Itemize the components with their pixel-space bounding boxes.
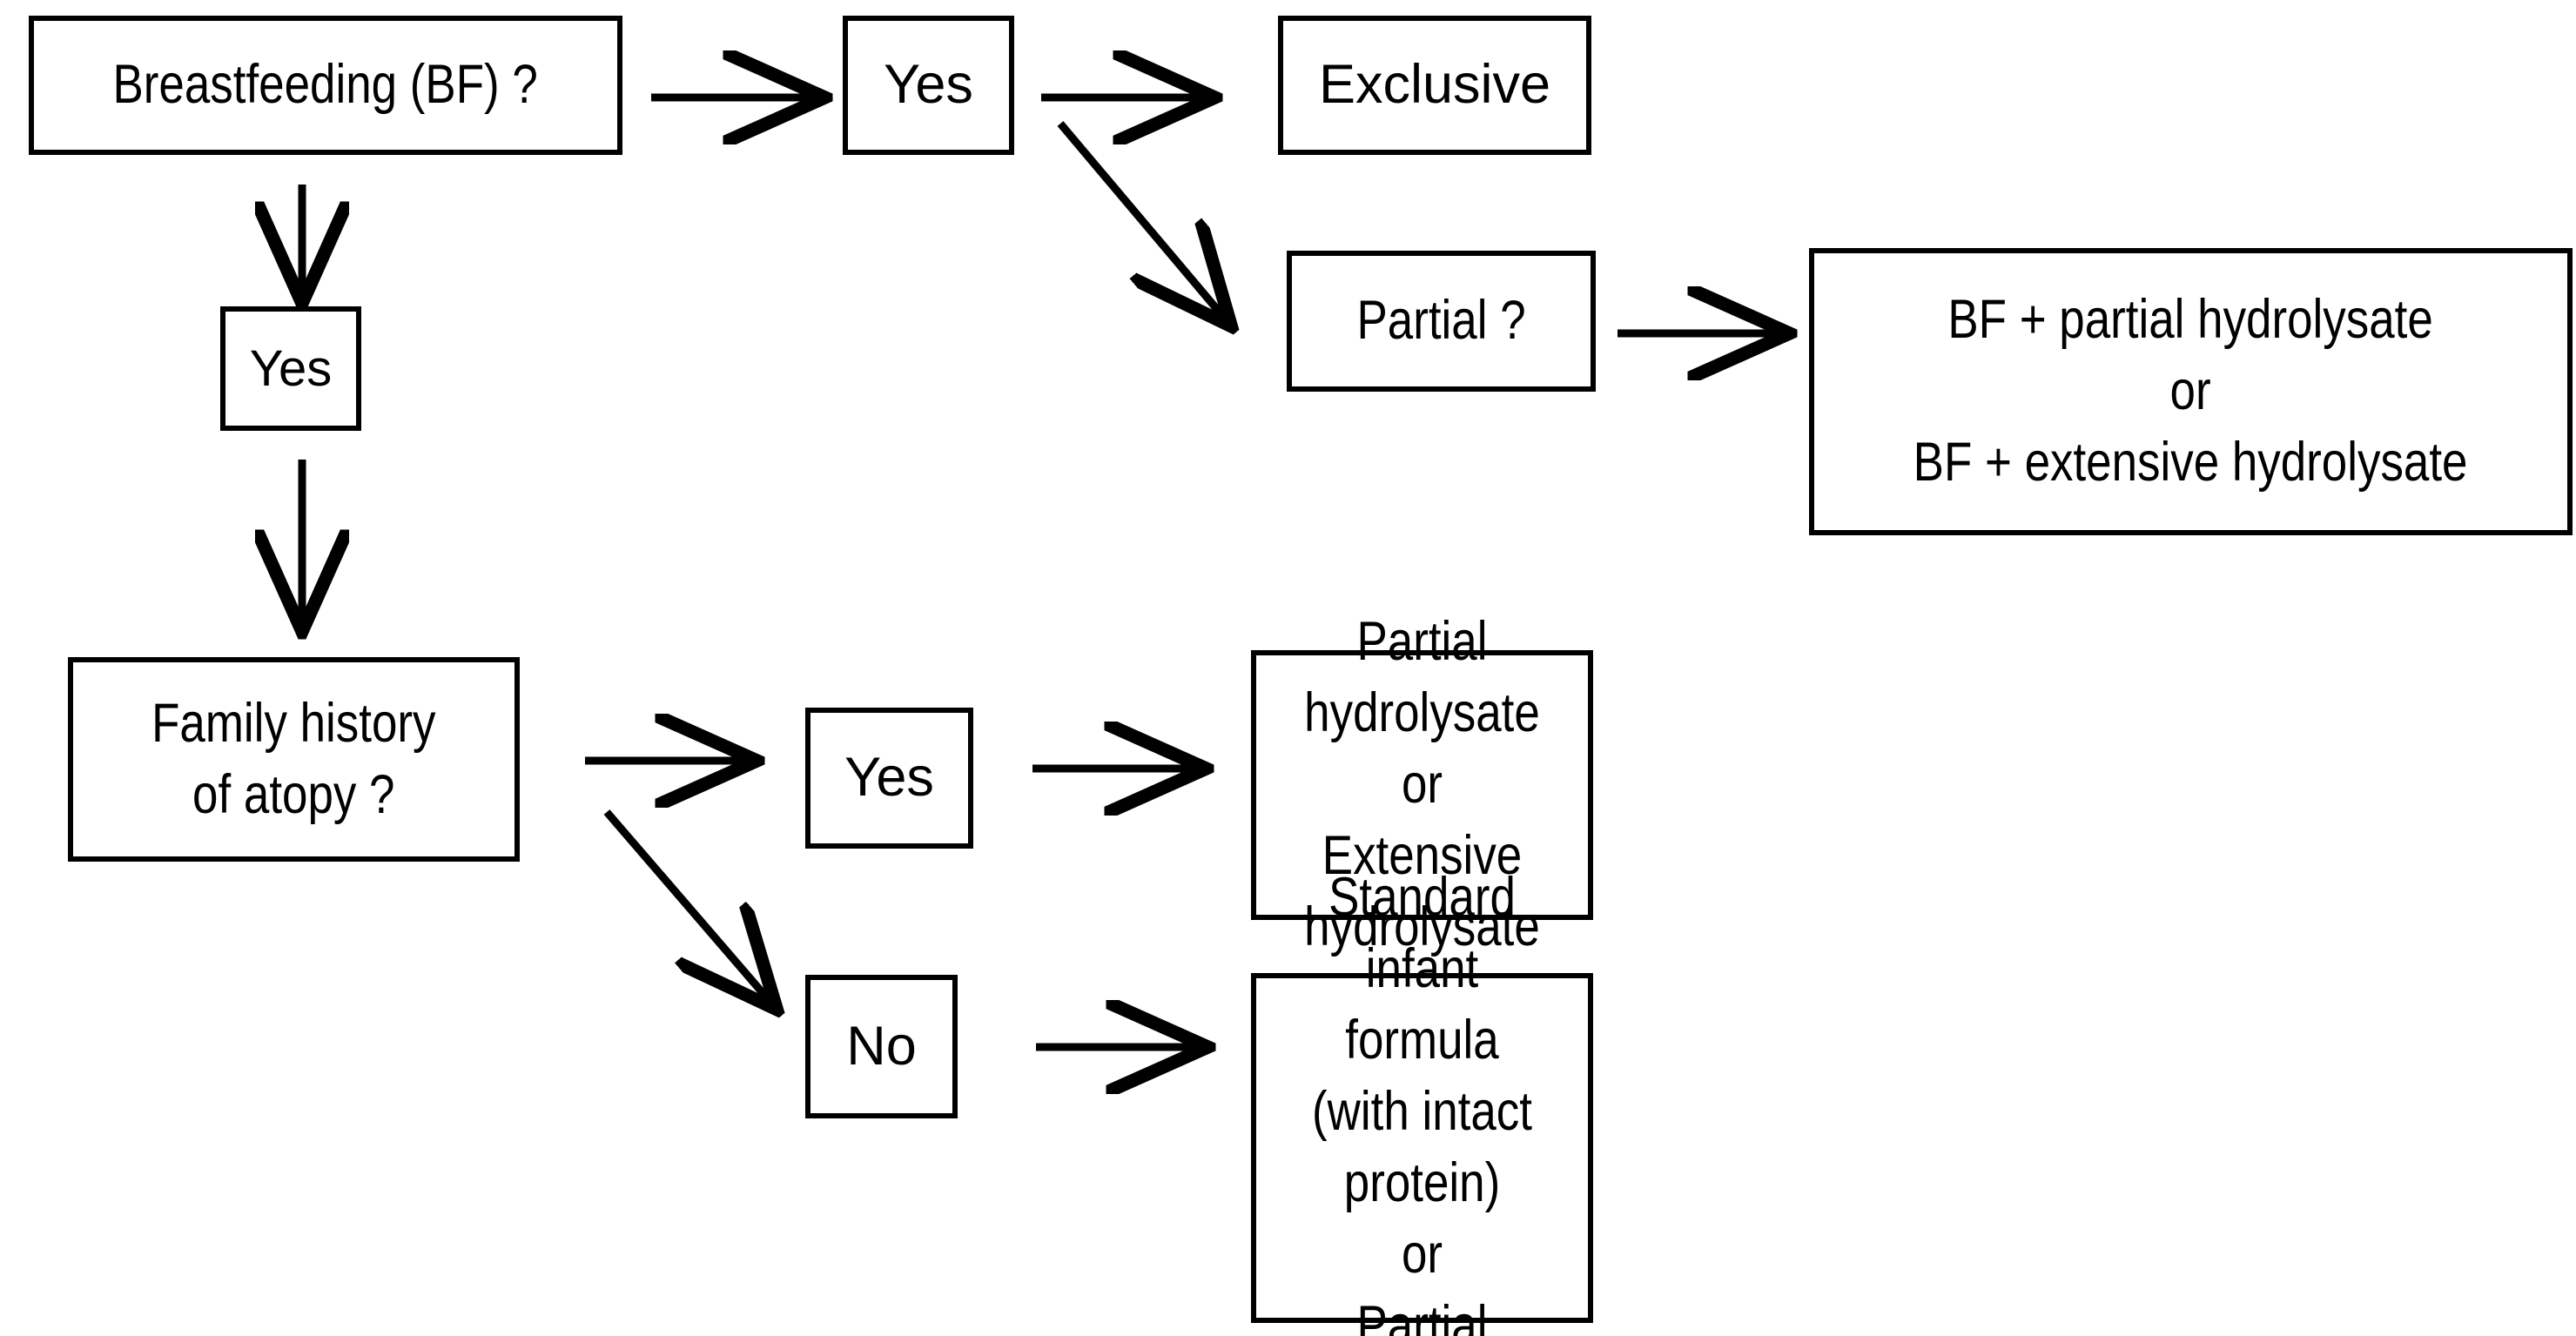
node-yes-middle[interactable]: Yes: [805, 708, 973, 849]
node-family-history-label: Family history of atopy ?: [151, 692, 436, 825]
node-exclusive[interactable]: Exclusive: [1278, 16, 1591, 155]
node-hydrolysate-option[interactable]: Partial hydrolysate or Extensive hydroly…: [1251, 611, 1593, 957]
node-bf-hydrolysate-label: BF + partial hydrolysate or BF + extensi…: [1914, 289, 2468, 493]
node-yes-top[interactable]: Yes: [843, 16, 1014, 155]
edge-yes-top-to-partial: [1057, 121, 1229, 324]
node-standard-formula-option[interactable]: Standard infant formula (with intact pro…: [1251, 867, 1593, 1336]
edge-family-history-to-no: [603, 809, 775, 1007]
node-exclusive-label: Exclusive: [1318, 54, 1551, 116]
node-yes-top-label: Yes: [884, 54, 973, 116]
node-no[interactable]: No: [805, 975, 958, 1118]
node-standard-formula-label: Standard infant formula (with intact pro…: [1312, 867, 1532, 1336]
node-family-history-question[interactable]: Family history of atopy ?: [68, 657, 520, 862]
node-hydrolysate-label: Partial hydrolysate or Extensive hydroly…: [1304, 611, 1540, 957]
node-partial-question[interactable]: Partial ?: [1287, 251, 1596, 392]
node-bf-hydrolysate-option[interactable]: BF + partial hydrolysate or BF + extensi…: [1809, 248, 2573, 535]
node-breastfeeding-label: Breastfeeding (BF) ?: [112, 54, 539, 116]
node-yes-middle-label: Yes: [844, 747, 934, 809]
node-partial-label: Partial ?: [1356, 290, 1526, 352]
node-no-label: No: [846, 1015, 917, 1077]
node-breastfeeding-question[interactable]: Breastfeeding (BF) ?: [29, 16, 622, 155]
node-yes-left-label: Yes: [249, 339, 333, 397]
node-yes-left[interactable]: Yes: [220, 306, 361, 431]
